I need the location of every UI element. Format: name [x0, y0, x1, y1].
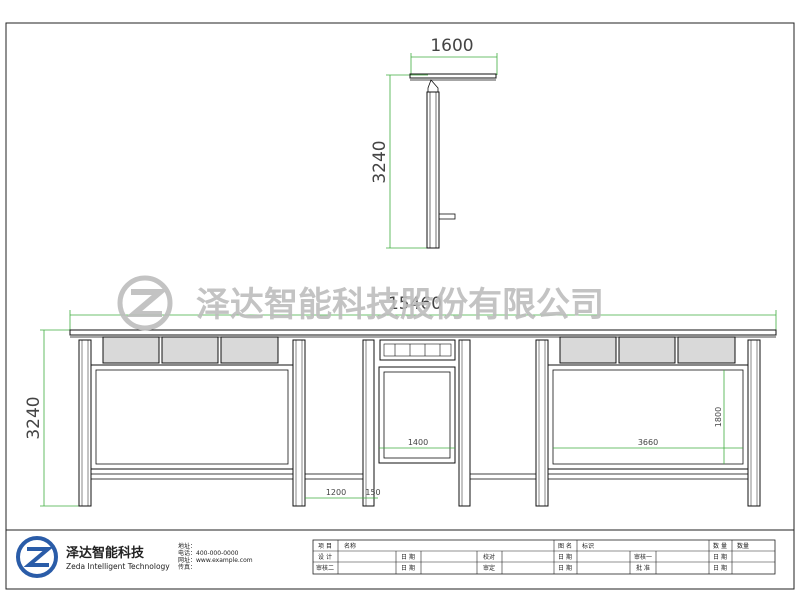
- front-overall-dim: 15460: [388, 294, 442, 314]
- cell-batch: 批 准: [636, 564, 650, 572]
- fax-line: 传真：: [178, 563, 196, 571]
- gap-dim: 1200: [326, 488, 346, 497]
- sheet-border: [5, 22, 795, 590]
- watermark: 泽达智能科技股份有限公司: [117, 275, 604, 331]
- gap-dim-2: 150: [365, 488, 380, 497]
- side-view: 1600 3240: [370, 36, 498, 249]
- cell-date-1: 日 期: [401, 553, 415, 561]
- cell-design: 设 计: [318, 553, 332, 561]
- cell-drawing-name: 图 名: [558, 542, 572, 550]
- address-line: 地址：: [178, 542, 196, 550]
- cell-date-4: 日 期: [401, 564, 415, 572]
- title-block: 泽达智能科技 Zeda Intelligent Technology 地址： 电…: [6, 529, 794, 578]
- company-logo-icon: [16, 536, 58, 578]
- side-width-dim: 1600: [430, 36, 473, 56]
- cell-date-3: 日 期: [713, 553, 727, 561]
- cell-review-2: 审核二: [316, 564, 334, 572]
- watermark-text: 泽达智能科技股份有限公司: [196, 285, 604, 325]
- cell-approve: 审定: [483, 564, 495, 572]
- company-name-en: Zeda Intelligent Technology: [66, 562, 170, 571]
- center-width-dim: 1400: [408, 438, 428, 447]
- cell-quantity-val: 数量: [737, 542, 749, 550]
- cell-project: 项 目: [318, 543, 332, 550]
- front-height-dim: 3240: [24, 396, 44, 439]
- cell-name: 名称: [344, 542, 356, 550]
- panel-width-dim: 3660: [638, 438, 658, 447]
- cell-date-5: 日 期: [558, 564, 572, 572]
- phone-line: 电话：400-000-0000: [178, 549, 239, 557]
- panel-height-dim: 1800: [714, 407, 723, 427]
- cell-date-6: 日 期: [713, 564, 727, 572]
- zeda-logo-icon: [117, 275, 173, 331]
- front-view: 15460 3240: [24, 294, 777, 507]
- website-line: 网址：www.example.com: [178, 556, 253, 564]
- cell-date-2: 日 期: [558, 553, 572, 561]
- cell-quantity: 数 量: [713, 542, 727, 550]
- company-name-cn: 泽达智能科技: [66, 545, 145, 561]
- cell-check: 校对: [483, 553, 495, 561]
- cell-drawing-name-val: 标识: [582, 542, 594, 550]
- side-height-dim: 3240: [370, 140, 390, 183]
- cell-review-1: 审核一: [634, 553, 652, 561]
